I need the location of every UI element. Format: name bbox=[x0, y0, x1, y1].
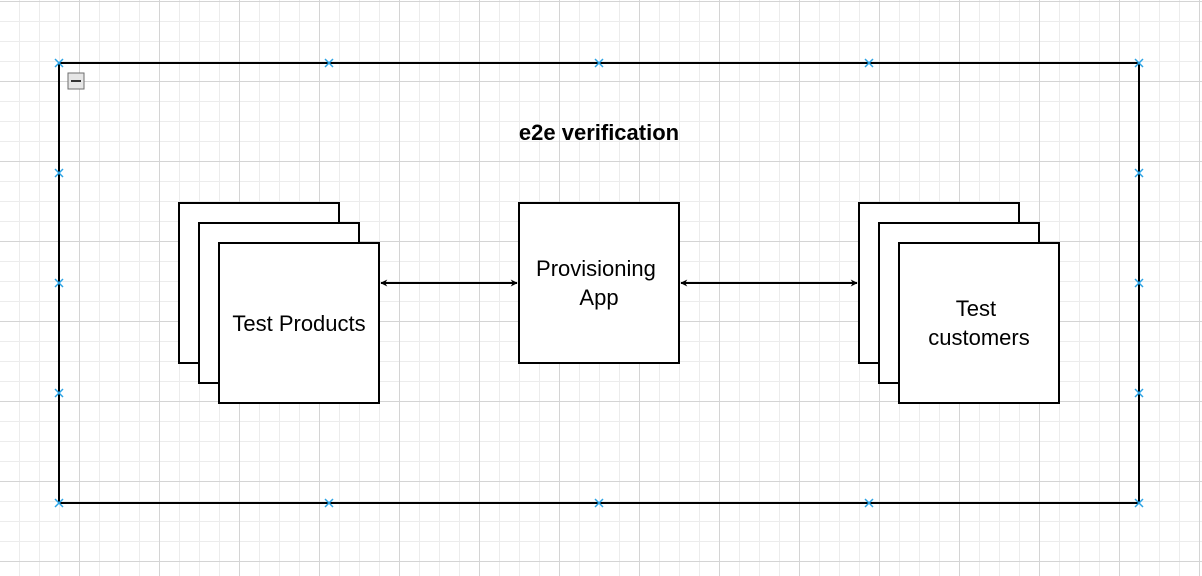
resize-handle-icon[interactable] bbox=[864, 58, 874, 68]
customers-label: Test customers bbox=[928, 296, 1029, 350]
resize-handle-icon[interactable] bbox=[324, 498, 334, 508]
resize-handle-icon[interactable] bbox=[1134, 388, 1144, 398]
resize-handle-icon[interactable] bbox=[1134, 168, 1144, 178]
test-customers-node[interactable]: Test customers bbox=[858, 202, 1060, 404]
resize-handle-icon[interactable] bbox=[54, 168, 64, 178]
resize-handle-icon[interactable] bbox=[594, 498, 604, 508]
resize-handle-icon[interactable] bbox=[54, 278, 64, 288]
products-stack-front bbox=[218, 242, 380, 404]
provisioning-app-node[interactable]: Provisioning App bbox=[518, 202, 680, 364]
customers-stack-front bbox=[898, 242, 1060, 404]
selection-handles[interactable] bbox=[54, 58, 1144, 508]
resize-handle-icon[interactable] bbox=[1134, 498, 1144, 508]
test-products-node[interactable]: Test Products bbox=[178, 202, 380, 404]
resize-handle-icon[interactable] bbox=[1134, 58, 1144, 68]
resize-handle-icon[interactable] bbox=[324, 58, 334, 68]
group-title: e2e verification bbox=[519, 120, 679, 145]
resize-handle-icon[interactable] bbox=[54, 58, 64, 68]
collapse-toggle[interactable] bbox=[67, 72, 85, 90]
provisioning-app-box bbox=[518, 202, 680, 364]
provisioning-app-label: Provisioning App bbox=[536, 256, 662, 310]
products-label: Test Products bbox=[232, 311, 365, 336]
resize-handle-icon[interactable] bbox=[594, 58, 604, 68]
resize-handle-icon[interactable] bbox=[864, 498, 874, 508]
resize-handle-icon[interactable] bbox=[54, 388, 64, 398]
resize-handle-icon[interactable] bbox=[1134, 278, 1144, 288]
resize-handle-icon[interactable] bbox=[54, 498, 64, 508]
